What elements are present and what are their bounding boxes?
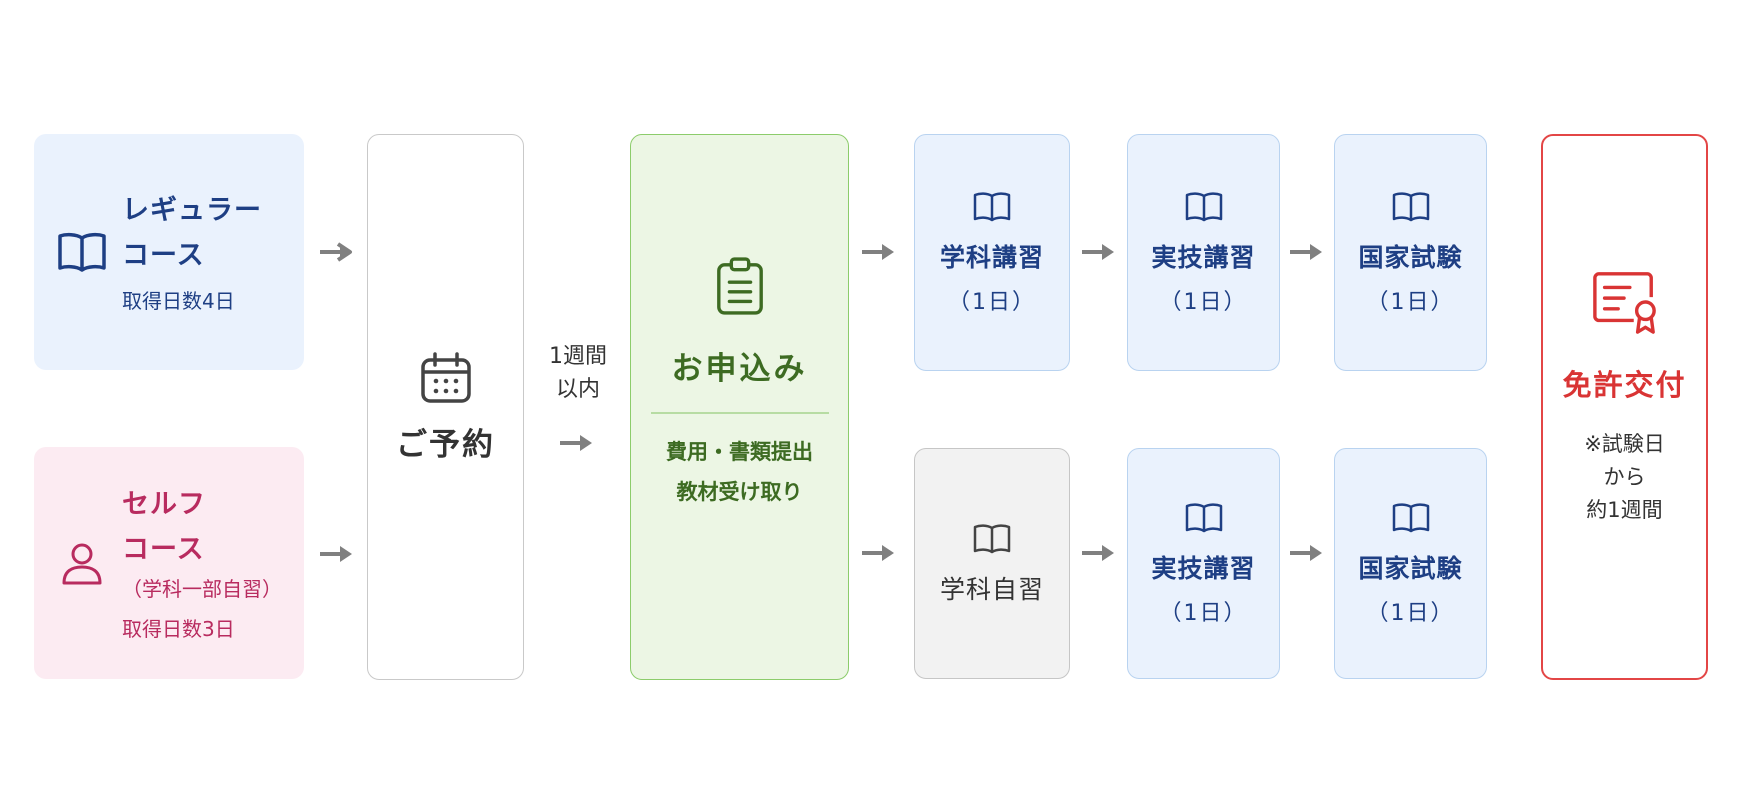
self-course-note: （学科一部自習） (122, 577, 282, 601)
license-note-line-3: 約1週間 (1586, 497, 1663, 522)
application-details: 費用・書類提出 教材受け取り (666, 432, 813, 512)
self-course-card: セルフ コース （学科一部自習） 取得日数3日 (34, 447, 304, 679)
application-line-2: 教材受け取り (676, 479, 803, 504)
open-book-icon (1392, 502, 1429, 532)
arrow-regular-1-to-2 (1080, 240, 1118, 264)
interval-label: 1週間 以内 (535, 340, 621, 406)
self-step-3-days: （1日） (1366, 600, 1455, 626)
regular-step-3-title: 国家試験 (1358, 242, 1463, 272)
application-divider (650, 412, 829, 414)
arrow-self-2-to-3 (1288, 541, 1326, 565)
interval-line-2: 以内 (555, 377, 600, 402)
regular-step-2-days: （1日） (1159, 289, 1248, 315)
certificate-icon (1592, 271, 1656, 334)
open-book-icon (1185, 502, 1222, 532)
application-step: お申込み 費用・書類提出 教材受け取り (630, 134, 849, 680)
person-icon (62, 543, 102, 585)
clipboard-icon (716, 257, 763, 315)
license-note: ※試験日 から 約1週間 (1584, 428, 1665, 527)
self-course-duration: 取得日数3日 (122, 617, 235, 641)
arrow-self-to-reserve (318, 542, 356, 566)
regular-course-title-1: レギュラー (122, 195, 262, 226)
regular-course-duration: 取得日数4日 (122, 289, 235, 313)
license-note-line-2: から (1603, 464, 1646, 489)
open-book-icon (58, 232, 106, 272)
regular-step-1-title: 学科講習 (939, 242, 1044, 272)
interval-line-1: 1週間 (549, 344, 607, 369)
regular-course-title-2: コース (122, 240, 205, 271)
application-line-1: 費用・書類提出 (666, 439, 813, 464)
regular-course-card: レギュラー コース 取得日数4日 (34, 134, 304, 370)
self-course-title-1: セルフ (122, 489, 206, 520)
self-course-title-2: コース (122, 534, 205, 565)
reservation-label: ご予約 (396, 426, 495, 463)
self-step-practical: 実技講習 （1日） (1127, 448, 1280, 679)
application-title: お申込み (671, 351, 808, 387)
self-step-2-days: （1日） (1159, 600, 1248, 626)
regular-step-lecture: 学科講習 （1日） (914, 134, 1070, 371)
open-book-icon (1185, 191, 1222, 221)
open-book-icon (973, 523, 1011, 553)
self-step-3-title: 国家試験 (1358, 553, 1463, 583)
self-step-1-title: 学科自習 (939, 574, 1044, 604)
calendar-icon (420, 351, 471, 403)
regular-step-2-title: 実技講習 (1151, 242, 1256, 272)
open-book-icon (1392, 191, 1429, 221)
self-step-exam: 国家試験 （1日） (1334, 448, 1487, 679)
arrow-reserve-to-apply (558, 431, 596, 455)
license-note-line-1: ※試験日 (1584, 431, 1665, 456)
license-issuance-step: 免許交付 ※試験日 から 約1週間 (1541, 134, 1708, 680)
arrow-regular-to-reserve (318, 240, 356, 264)
self-step-2-title: 実技講習 (1151, 553, 1256, 583)
open-book-icon (973, 191, 1011, 221)
arrow-apply-to-self (860, 541, 898, 565)
arrow-apply-to-regular (860, 240, 898, 264)
arrow-self-1-to-2 (1080, 541, 1118, 565)
license-title: 免許交付 (1562, 367, 1687, 402)
regular-step-3-days: （1日） (1366, 289, 1455, 315)
regular-step-practical: 実技講習 （1日） (1127, 134, 1280, 371)
self-step-self-study: 学科自習 (914, 448, 1070, 679)
reservation-step: ご予約 (367, 134, 524, 680)
arrow-regular-2-to-3 (1288, 240, 1326, 264)
regular-step-exam: 国家試験 （1日） (1334, 134, 1487, 371)
regular-step-1-days: （1日） (948, 289, 1036, 315)
